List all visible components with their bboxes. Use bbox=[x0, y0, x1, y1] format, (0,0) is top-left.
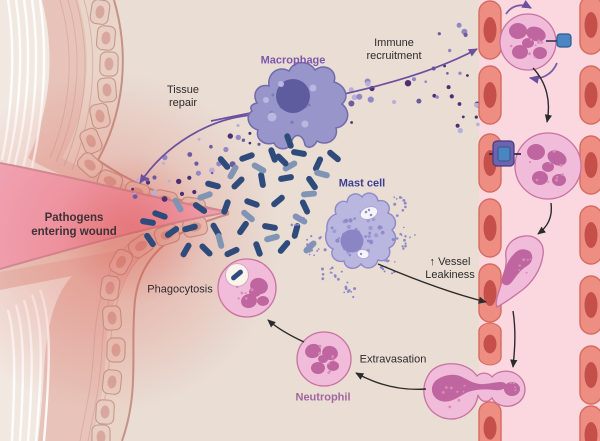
rolling-neutrophil-nucleus bbox=[509, 23, 547, 59]
bacteria-cluster bbox=[140, 147, 341, 258]
rolling-arrows bbox=[505, 0, 558, 84]
immune-recruitment-signal-dots bbox=[306, 22, 484, 134]
label-immune-recruitment: Immune recruitment bbox=[366, 36, 422, 62]
adherent-neutrophil-nucleus bbox=[527, 144, 567, 186]
process-arrows-purple bbox=[139, 48, 478, 184]
interstitial-neutrophil bbox=[296, 331, 352, 387]
label-phagocytosis: Phagocytosis bbox=[147, 283, 213, 296]
macrophage-nucleus bbox=[276, 79, 310, 113]
macrophage-vacuoles bbox=[263, 81, 317, 128]
endothelial-wall-right bbox=[579, 0, 600, 441]
selectin-receptor-icon bbox=[546, 33, 572, 48]
bacteria-dark-rods bbox=[140, 147, 341, 258]
neutrophil-granule-dots bbox=[236, 38, 564, 409]
label-macrophage: Macrophage bbox=[260, 54, 326, 67]
phagocytosing-neutrophil-nucleus bbox=[241, 277, 269, 309]
adhesion-receptor-icon bbox=[489, 140, 521, 167]
engulfed-bacteria bbox=[275, 133, 294, 167]
extravasation-arrow bbox=[355, 372, 427, 391]
label-vessel-leakiness: ↑ Vessel Leakiness bbox=[425, 255, 475, 281]
endothelial-wall-left bbox=[478, 0, 502, 441]
mast-cell bbox=[324, 192, 397, 269]
label-neutrophil: Neutrophil bbox=[295, 391, 351, 404]
inflammation-glow bbox=[0, 72, 278, 412]
macrophage-cell bbox=[247, 61, 349, 167]
phagocytosing-neutrophil bbox=[217, 258, 277, 318]
label-pathogens-entering-wound: Pathogens entering wound bbox=[31, 212, 117, 238]
migrating-neutrophil bbox=[495, 235, 544, 308]
vessel-leakiness-arrow bbox=[377, 263, 487, 304]
process-arrows-black bbox=[267, 67, 553, 391]
adherent-neutrophil bbox=[489, 132, 582, 200]
migration-to-extravasation-arrow bbox=[510, 310, 518, 368]
degranulation-clouds bbox=[290, 196, 416, 299]
engulfed-bacterium bbox=[231, 269, 243, 281]
label-extravasation: Extravasation bbox=[359, 353, 427, 366]
extravasating-neutrophil-nucleus bbox=[431, 374, 507, 402]
rolling-to-adhesion-arrow bbox=[532, 67, 552, 123]
tissue-repair-arrow bbox=[139, 114, 254, 184]
migrating-neutrophil-nucleus bbox=[501, 249, 533, 286]
adhesion-to-migration-arrow bbox=[537, 202, 553, 235]
extravasating-neutrophil bbox=[423, 363, 526, 420]
phagocytosis-arrow bbox=[267, 319, 305, 343]
mast-cell-nucleus bbox=[340, 229, 364, 253]
rolling-neutrophil bbox=[499, 0, 572, 84]
bacteria-light-rods bbox=[172, 160, 330, 254]
mast-cell-vacuoles bbox=[356, 206, 379, 259]
label-tissue-repair: Tissue repair bbox=[167, 83, 199, 109]
label-mast-cell: Mast cell bbox=[338, 177, 386, 190]
immune-recruitment-arrow bbox=[210, 48, 478, 122]
